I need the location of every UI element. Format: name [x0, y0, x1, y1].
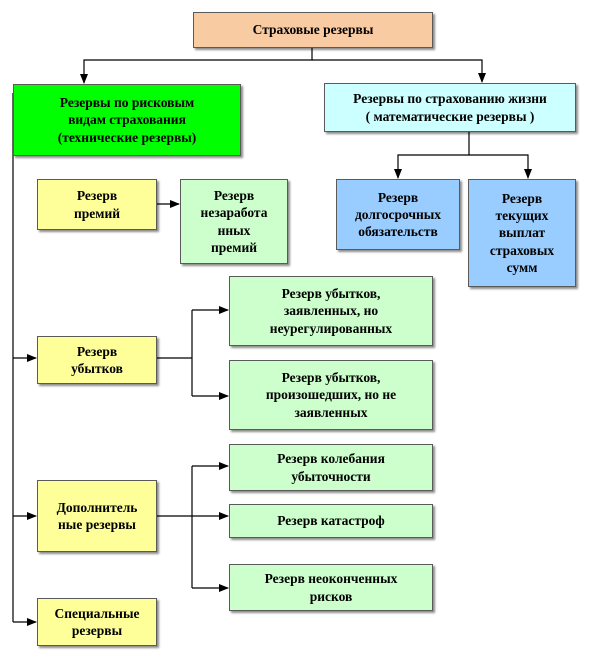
node-longterm-obligations: Резерв долгосрочных обязательств — [336, 179, 460, 250]
node-current-payments: Резерв текущих выплат страховых сумм — [468, 179, 576, 287]
node-risk-reserves: Резервы по рисковым видам страхования (т… — [13, 84, 241, 156]
connector-root-branches — [80, 48, 313, 84]
node-losses-reserve: Резерв убытков — [37, 336, 157, 384]
connector-life-current — [469, 154, 532, 179]
node-unexpired-risks: Резерв неоконченных рисков — [229, 564, 433, 611]
node-claimed-unsettled: Резерв убытков, заявленных, но неурегули… — [229, 276, 433, 346]
node-catastrophe-reserve: Резерв катастроф — [229, 504, 433, 538]
node-incurred-unreported: Резерв убытков, произошедших, но не заяв… — [229, 360, 433, 430]
node-life-reserves: Резервы по страхованию жизни ( математич… — [324, 83, 576, 132]
node-unearned-premiums: Резерв незаработа нных премий — [180, 179, 288, 264]
node-root: Страховые резервы — [193, 12, 433, 48]
connector-life-split — [394, 132, 470, 179]
node-special-reserves: Специальные резервы — [37, 598, 157, 646]
node-additional-reserves: Дополнитель ные резервы — [37, 480, 157, 552]
node-premiums-reserve: Резерв премий — [37, 179, 157, 230]
node-fluctuation-reserve: Резерв колебания убыточности — [229, 444, 433, 491]
connector-root-life — [312, 59, 486, 83]
